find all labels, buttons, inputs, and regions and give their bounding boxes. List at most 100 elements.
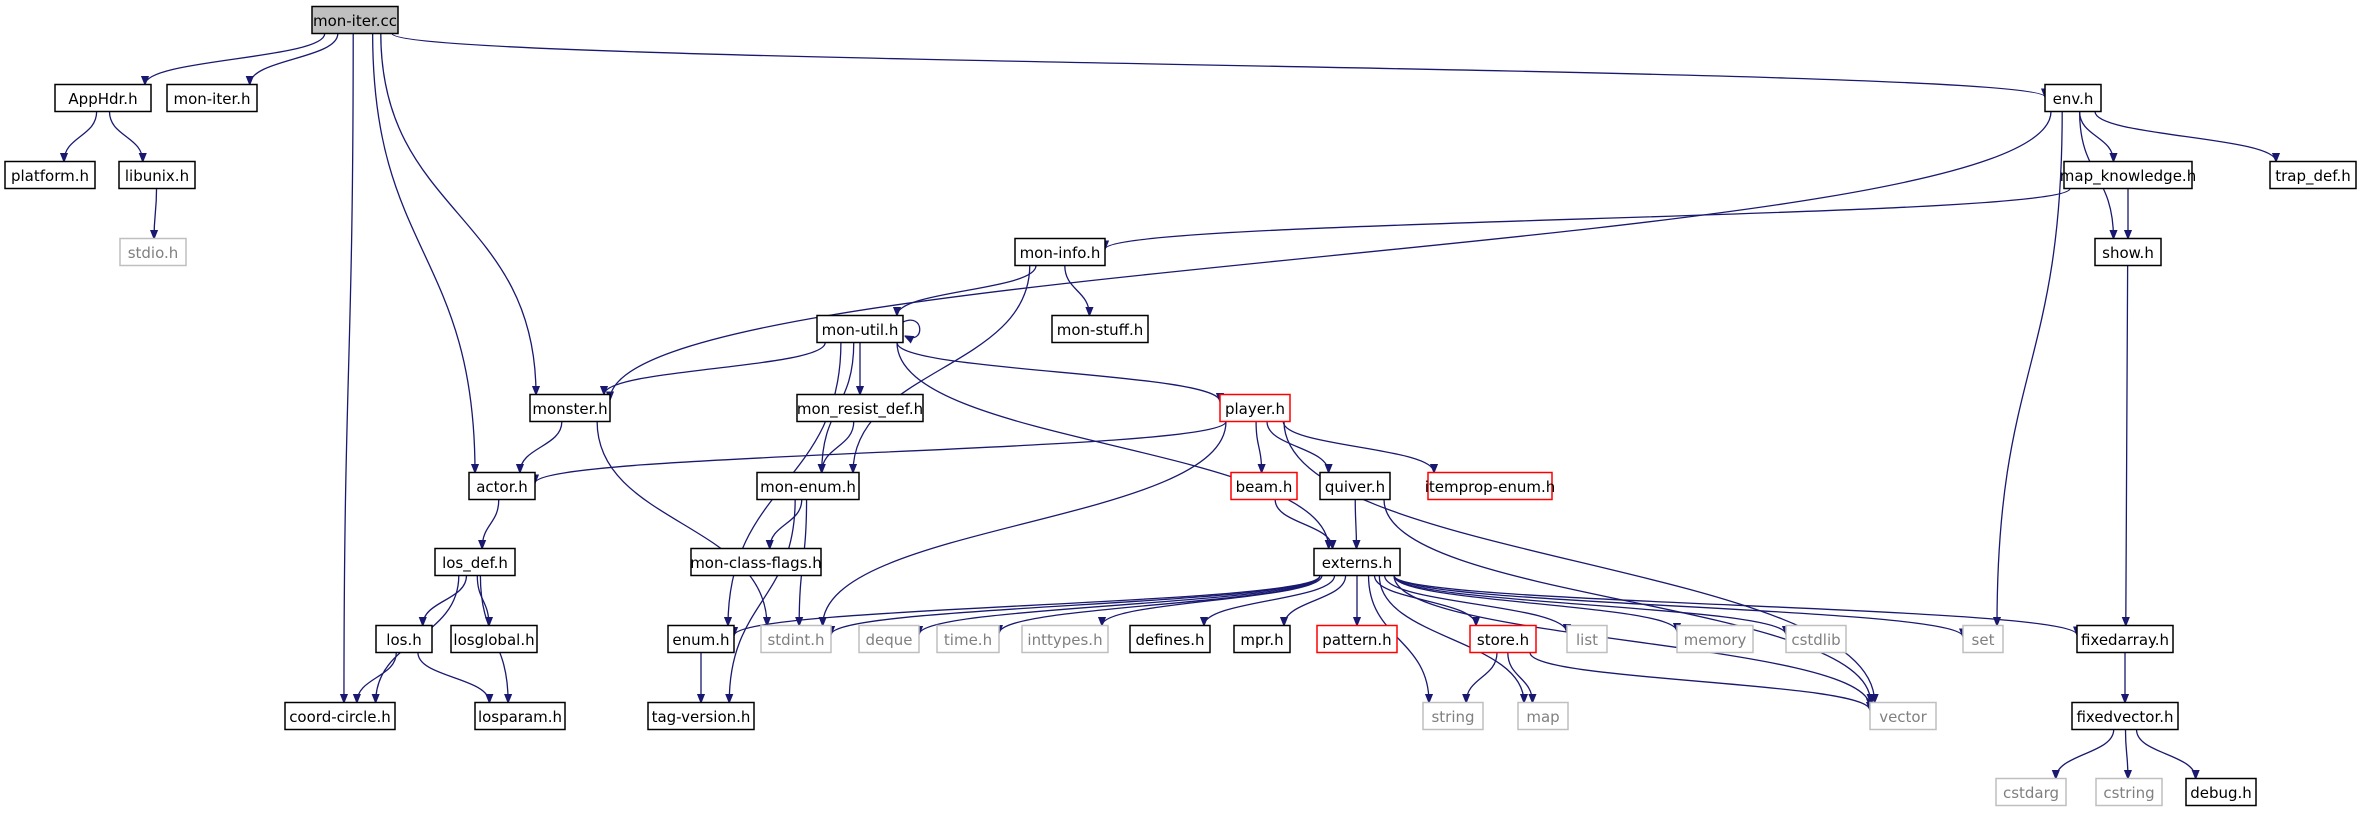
node-label: mon-iter.cc	[313, 12, 397, 30]
edge-beam_h-to-externs_h	[1274, 499, 1332, 549]
node-itemprop-enum-h[interactable]: itemprop-enum.h	[1425, 471, 1556, 501]
node-cstdlib[interactable]: cstdlib	[1785, 624, 1847, 654]
edge-los_h-to-coord_circle_h	[357, 652, 397, 703]
node-label: mon-util.h	[822, 321, 899, 339]
edge-externs_h-to-set	[1393, 575, 1963, 637]
edge-libunix_h-to-stdio_h	[154, 188, 156, 239]
node-label: mon-enum.h	[760, 478, 856, 496]
node-box	[2095, 777, 2163, 807]
node-box	[756, 471, 860, 501]
node-label: cstring	[2103, 784, 2154, 802]
edge-mon_iter_cc-to-coord_circle_h	[344, 33, 354, 703]
node-stdint-h[interactable]: stdint.h	[760, 624, 832, 654]
node-player-h[interactable]: player.h	[1219, 393, 1291, 423]
edge-actor_h-to-los_def_h	[482, 499, 500, 549]
node-mon-class-flags-h[interactable]: mon-class-flags.h	[690, 547, 822, 577]
node-deque[interactable]: deque	[858, 624, 920, 654]
edge-externs_h-to-map	[1378, 575, 1524, 703]
node-debug-h[interactable]: debug.h	[2185, 777, 2257, 807]
node-label: defines.h	[1135, 631, 1204, 649]
node-label: mon-info.h	[1020, 244, 1101, 262]
node-mon-resist-def-h[interactable]: mon_resist_def.h	[796, 393, 924, 423]
node-box	[54, 83, 152, 113]
node-cstring[interactable]: cstring	[2095, 777, 2163, 807]
node-fixedvector-h[interactable]: fixedvector.h	[2071, 701, 2179, 731]
edge-externs_h-to-defines_h	[1204, 575, 1336, 626]
node-mon-enum-h[interactable]: mon-enum.h	[756, 471, 860, 501]
node-box	[936, 624, 1000, 654]
node-apphdr-h[interactable]: AppHdr.h	[54, 83, 152, 113]
node-libunix-h[interactable]: libunix.h	[118, 160, 196, 190]
node-box	[474, 701, 566, 731]
node-box	[284, 701, 396, 731]
edge-quiver_h-to-externs_h	[1355, 499, 1356, 549]
node-label: stdio.h	[128, 244, 179, 262]
node-box	[1995, 777, 2067, 807]
node-mon-info-h[interactable]: mon-info.h	[1014, 237, 1106, 267]
edge-env_h-to-map_knowledge_h	[2078, 111, 2114, 162]
node-actor-h[interactable]: actor.h	[468, 471, 536, 501]
node-coord-circle-h[interactable]: coord-circle.h	[284, 701, 396, 731]
node-box	[858, 624, 920, 654]
node-vector[interactable]: vector	[1869, 701, 1937, 731]
node-enum-h[interactable]: enum.h	[667, 624, 735, 654]
edge-mon_iter_cc-to-actor_h	[371, 33, 475, 473]
node-externs-h[interactable]: externs.h	[1313, 547, 1401, 577]
node-quiver-h[interactable]: quiver.h	[1319, 471, 1391, 501]
node-mon-iter-cc[interactable]: mon-iter.cc	[311, 5, 399, 35]
edge-player_h-to-itemprop_enum_h	[1282, 421, 1434, 473]
node-stdio-h[interactable]: stdio.h	[119, 237, 187, 267]
node-store-h[interactable]: store.h	[1469, 624, 1537, 654]
edge-store_h-to-map	[1507, 652, 1533, 703]
node-losglobal-h[interactable]: losglobal.h	[450, 624, 538, 654]
node-label: mon-stuff.h	[1057, 321, 1144, 339]
node-map[interactable]: map	[1517, 701, 1569, 731]
node-inttypes-h[interactable]: inttypes.h	[1021, 624, 1109, 654]
node-box	[2094, 237, 2162, 267]
edge-mon_iter_cc-to-monster_h	[380, 33, 536, 395]
edge-env_h-to-monster_h	[610, 111, 2052, 400]
node-label: quiver.h	[1325, 478, 1385, 496]
node-label: actor.h	[476, 478, 528, 496]
node-map-knowledge-h[interactable]: map_knowledge.h	[2060, 160, 2196, 190]
node-mon-iter-h[interactable]: mon-iter.h	[166, 83, 258, 113]
edge-fixedvector_h-to-debug_h	[2135, 729, 2196, 779]
node-string[interactable]: string	[1422, 701, 1484, 731]
node-label: inttypes.h	[1027, 631, 1102, 649]
node-mon-util-h[interactable]: mon-util.h	[816, 314, 904, 344]
node-fixedarray-h[interactable]: fixedarray.h	[2076, 624, 2174, 654]
node-list[interactable]: list	[1566, 624, 1608, 654]
node-label: debug.h	[2190, 784, 2252, 802]
node-label: memory	[1684, 631, 1747, 649]
node-set[interactable]: set	[1962, 624, 2004, 654]
node-label: mpr.h	[1240, 631, 1283, 649]
node-label: libunix.h	[125, 167, 189, 185]
node-show-h[interactable]: show.h	[2094, 237, 2162, 267]
node-defines-h[interactable]: defines.h	[1129, 624, 1211, 654]
node-mon-stuff-h[interactable]: mon-stuff.h	[1051, 314, 1149, 344]
node-label: los_def.h	[442, 554, 508, 573]
edge-player_h-to-actor_h	[535, 420, 1227, 484]
node-label: losparam.h	[478, 708, 562, 726]
node-trap-def-h[interactable]: trap_def.h	[2269, 160, 2357, 190]
node-los-def-h[interactable]: los_def.h	[434, 547, 516, 577]
node-memory[interactable]: memory	[1676, 624, 1754, 654]
node-label: beam.h	[1236, 478, 1293, 496]
node-mpr-h[interactable]: mpr.h	[1233, 624, 1291, 654]
node-platform-h[interactable]: platform.h	[4, 160, 96, 190]
node-beam-h[interactable]: beam.h	[1230, 471, 1298, 501]
node-label: time.h	[944, 631, 992, 649]
node-env-h[interactable]: env.h	[2044, 83, 2102, 113]
node-monster-h[interactable]: monster.h	[529, 393, 611, 423]
node-box	[529, 393, 611, 423]
node-pattern-h[interactable]: pattern.h	[1316, 624, 1398, 654]
node-los-h[interactable]: los.h	[375, 624, 433, 654]
node-label: AppHdr.h	[68, 90, 137, 108]
node-losparam-h[interactable]: losparam.h	[474, 701, 566, 731]
node-time-h[interactable]: time.h	[936, 624, 1000, 654]
node-box	[434, 547, 516, 577]
node-cstdarg[interactable]: cstdarg	[1995, 777, 2067, 807]
node-box	[1319, 471, 1391, 501]
node-tag-version-h[interactable]: tag-version.h	[647, 701, 755, 731]
